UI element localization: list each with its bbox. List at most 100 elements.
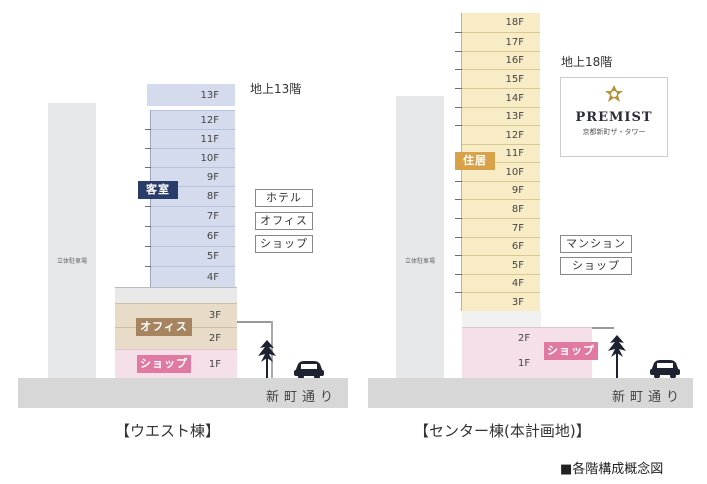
- floor-label: 3F: [511, 296, 524, 308]
- center-parking-building: [396, 96, 444, 378]
- center-tick: [455, 218, 462, 219]
- center-caption: 【センター棟(本計画地)】: [414, 422, 591, 440]
- floor-label: 4F: [511, 278, 524, 289]
- west-floor-7: 7F: [150, 206, 235, 226]
- logo-subtitle: 京都新町ザ・タワー: [582, 128, 646, 136]
- center-tick: [455, 51, 462, 52]
- west-floor-11: 11F: [150, 129, 235, 148]
- floor-label: 16F: [505, 55, 524, 66]
- center-tick: [455, 274, 462, 275]
- west-floor-10: 10F: [150, 148, 235, 167]
- center-tick: [455, 107, 462, 108]
- logo-name: PREMIST: [575, 110, 653, 125]
- west-tick: [145, 148, 151, 149]
- floor-label: 2F: [518, 333, 531, 344]
- floor-label: 7F: [511, 222, 524, 234]
- floor-label: 5F: [206, 251, 219, 262]
- center-tick: [455, 255, 462, 256]
- legend-center-shop: ショップ: [560, 257, 632, 275]
- center-floor-14: 14F: [461, 88, 540, 107]
- center-floor-18: 18F: [461, 13, 540, 32]
- west-ground: [18, 378, 348, 408]
- floor-label: 8F: [206, 191, 219, 202]
- center-floor-16: 16F: [461, 51, 540, 69]
- footnote: ■各階構成概念図: [560, 462, 664, 477]
- center-shop-tag: ショップ: [544, 342, 598, 360]
- center-height-label: 地上18階: [561, 55, 613, 69]
- west-tick: [145, 246, 151, 247]
- floor-label: 9F: [206, 171, 219, 183]
- floor-label: 1F: [518, 358, 531, 369]
- residence-tag: 住居: [455, 152, 495, 170]
- west-tree-icon: [258, 340, 276, 380]
- center-floor-17: 17F: [461, 32, 540, 51]
- west-floor-12: 12F: [150, 110, 235, 129]
- center-tick: [455, 88, 462, 89]
- center-floor-8: 8F: [461, 199, 540, 218]
- floor-label: 6F: [206, 231, 219, 242]
- center-floor-12: 12F: [461, 125, 540, 144]
- center-floor-9: 9F: [461, 181, 540, 199]
- center-tick: [455, 32, 462, 33]
- premist-emblem-icon: [605, 85, 623, 102]
- center-floor-3: 3F: [461, 292, 540, 311]
- west-height-label: 地上13階: [250, 82, 302, 96]
- center-ground: [368, 378, 693, 408]
- west-floor-6: 6F: [150, 226, 235, 246]
- west-floor-5: 5F: [150, 246, 235, 266]
- west-tick: [145, 206, 151, 207]
- center-tick: [455, 237, 462, 238]
- floor-label: 11F: [200, 133, 219, 145]
- center-tick: [455, 292, 462, 293]
- center-floor-5: 5F: [461, 255, 540, 274]
- west-caption: 【ウエスト棟】: [115, 422, 221, 440]
- center-tick: [455, 181, 462, 182]
- floor-label: 14F: [505, 92, 524, 104]
- floor-label: 1F: [208, 358, 221, 370]
- center-floor-6: 6F: [461, 237, 540, 255]
- west-floor-4: 4F: [150, 266, 235, 287]
- shop-tag: ショップ: [137, 355, 191, 373]
- office-tag: オフィス: [136, 318, 192, 336]
- center-tree-icon: [608, 335, 626, 379]
- center-floor-7: 7F: [461, 218, 540, 237]
- center-car-icon: [650, 360, 680, 379]
- legend-hotel: ホテル: [255, 189, 313, 207]
- center-tick: [455, 199, 462, 200]
- west-parking-label: 立体駐車場: [56, 258, 87, 265]
- west-parking-building: [48, 103, 96, 378]
- floor-label: 13F: [505, 111, 524, 122]
- floor-label: 18F: [505, 17, 524, 28]
- floor-label: 7F: [206, 211, 219, 222]
- floor-label: 3F: [208, 310, 221, 321]
- floor-label: 17F: [505, 36, 524, 48]
- center-floor-13: 13F: [461, 107, 540, 125]
- west-road-label: 新町通り: [266, 390, 339, 405]
- west-tick: [145, 266, 151, 267]
- west-tick: [145, 167, 151, 168]
- center-floor-15: 15F: [461, 69, 540, 88]
- west-floor-13: 13F: [147, 84, 235, 106]
- center-parking-label: 立体駐車場: [404, 258, 435, 265]
- floor-label: 4F: [206, 271, 219, 283]
- west-podium-top: [115, 287, 237, 304]
- floor-label: 10F: [200, 152, 219, 164]
- legend-shop: ショップ: [255, 235, 313, 253]
- west-canopy-post: [271, 321, 273, 378]
- center-tick: [455, 69, 462, 70]
- legend-office: オフィス: [255, 212, 313, 230]
- floor-label: 8F: [511, 203, 524, 215]
- west-tick: [145, 129, 151, 130]
- center-tick: [455, 125, 462, 126]
- floor-label: 12F: [505, 129, 524, 141]
- floor-label: 2F: [208, 333, 221, 344]
- center-podium-gap: [462, 311, 541, 327]
- guest-room-tag: 客室: [138, 181, 178, 199]
- premist-logo: PREMIST 京都新町ザ・タワー: [560, 77, 668, 157]
- floor-label: 6F: [511, 241, 524, 252]
- legend-mansion: マンション: [560, 235, 632, 253]
- west-car-icon: [294, 361, 324, 380]
- floor-label: 12F: [200, 114, 219, 126]
- center-floor-4: 4F: [461, 274, 540, 292]
- floor-label: 13F: [200, 89, 219, 101]
